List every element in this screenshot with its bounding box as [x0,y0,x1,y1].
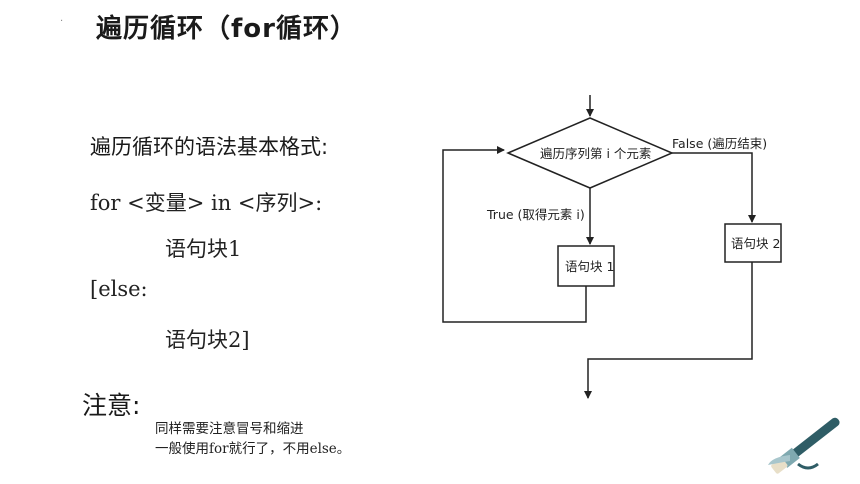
exit-line [584,262,753,399]
false-label: False (遍历结束) [672,136,767,151]
false-arrow [672,152,756,223]
syntax-line-block1: 语句块1 [165,237,242,261]
note-line-2: 一般使用for就行了，不用else。 [155,441,351,457]
syntax-line-else: [else: [90,277,148,301]
paintbrush-icon [768,417,840,474]
bullet-dot: · [60,16,64,27]
loop-back-line [442,146,587,323]
block2-label: 语句块 2 [731,236,780,251]
page-title: 遍历循环（for循环） [96,14,357,44]
block1-label: 语句块 1 [565,259,614,274]
syntax-line-for: for <变量> in <序列>: [90,191,323,215]
syntax-heading: 遍历循环的语法基本格式: [90,135,329,159]
true-label: True (取得元素 i) [486,207,585,222]
syntax-line-block2: 语句块2] [165,328,250,352]
decision-label: 遍历序列第 i 个元素 [540,146,651,161]
note-line-1: 同样需要注意冒号和缩进 [155,421,304,437]
note-heading: 注意: [82,391,141,420]
block2-box [724,223,782,263]
